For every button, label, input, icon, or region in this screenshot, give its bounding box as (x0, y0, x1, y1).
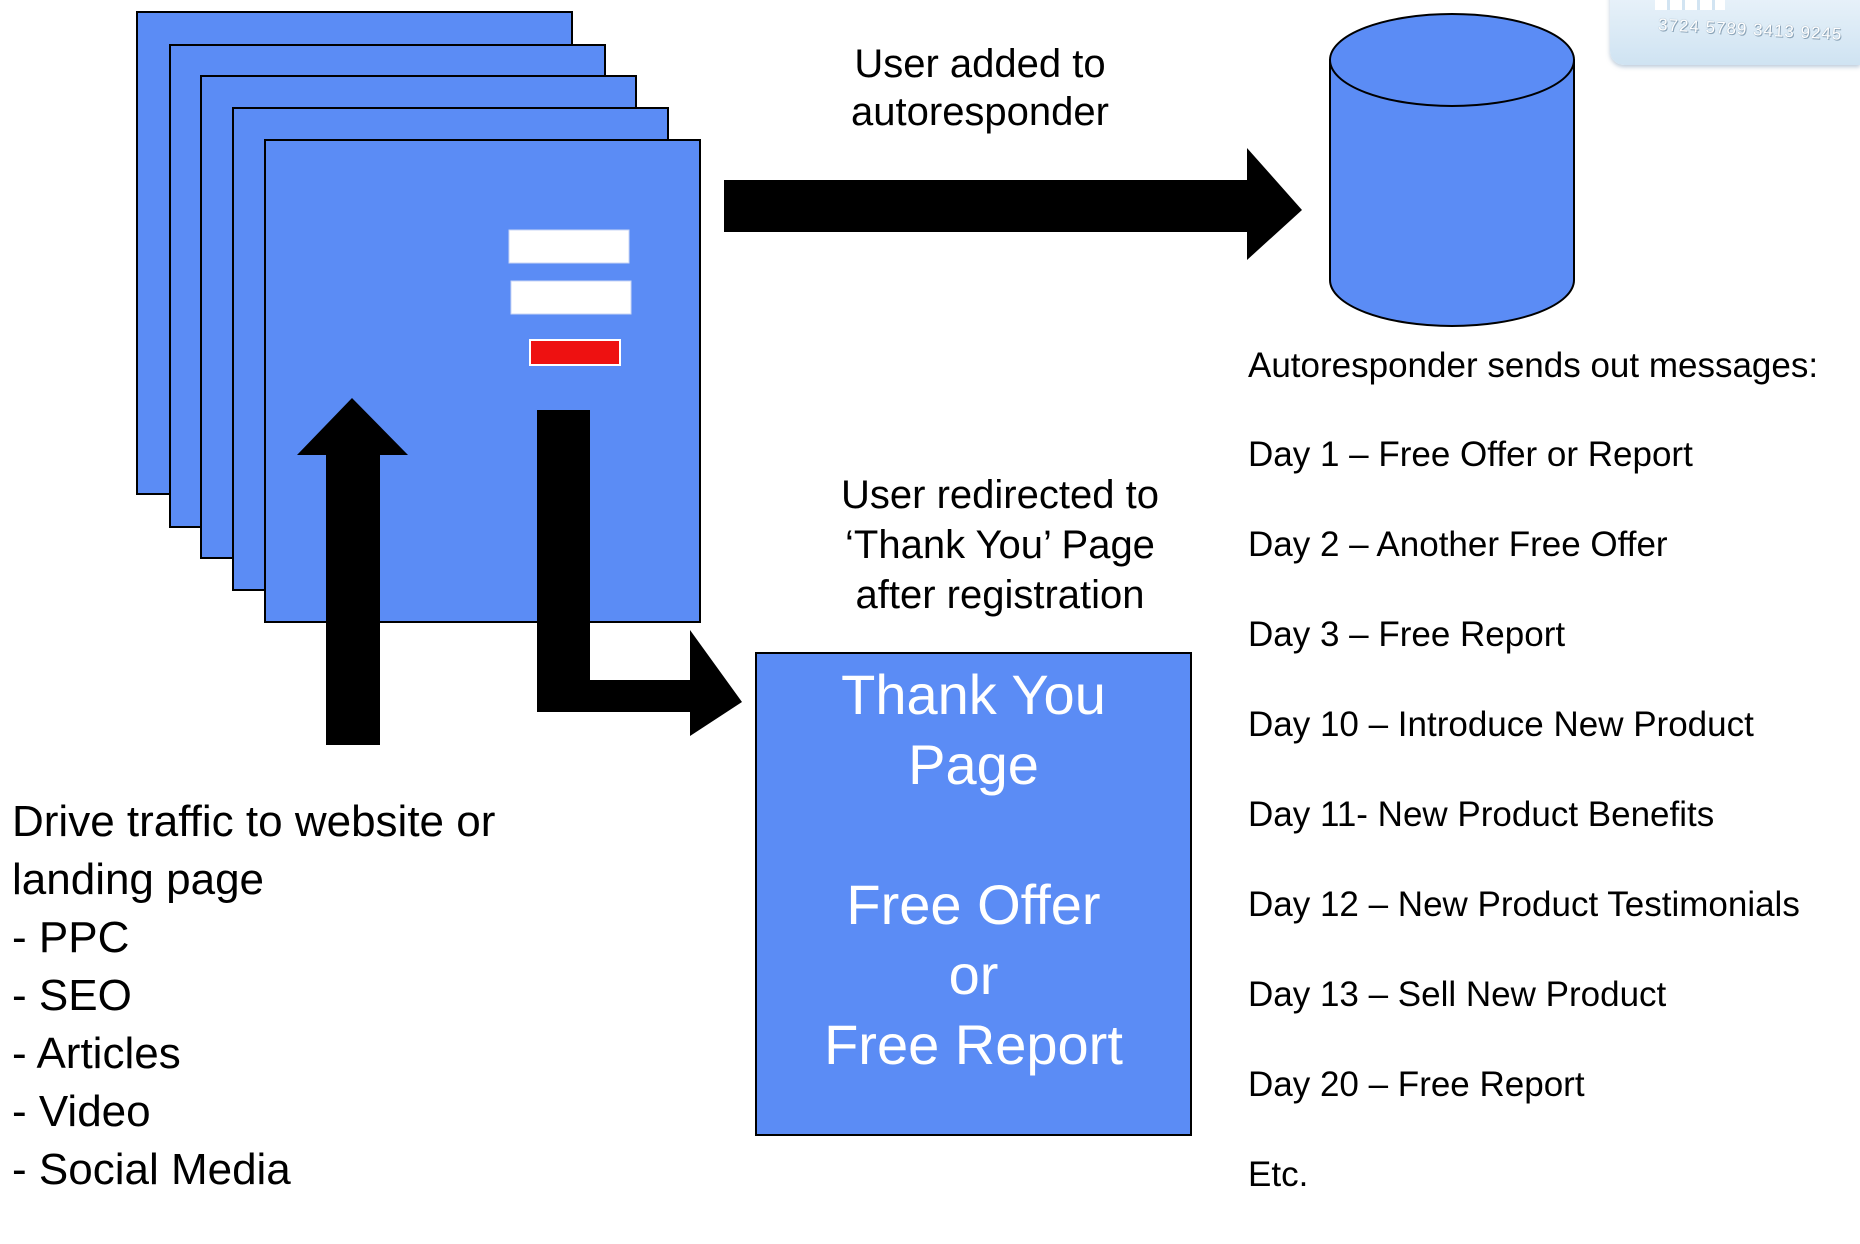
flow-diagram (136, 11, 1575, 1136)
thankyou-line-4: Free Offer (846, 873, 1101, 936)
card-chip (1655, 0, 1725, 10)
thankyou-spacer (756, 800, 1191, 870)
redirect-line-1: User redirected to (841, 473, 1159, 517)
arrow-traffic-up (297, 398, 408, 745)
thankyou-line-5: or (948, 943, 999, 1006)
redirect-line-2: ‘Thank You’ Page (845, 523, 1155, 567)
message-day-20: Day 20 – Free Report (1248, 1065, 1585, 1104)
form-submit-button (529, 339, 621, 366)
traffic-heading-line-2: landing page (12, 855, 265, 904)
thank-you-page-text: Thank You Page Free Offer or Free Report (756, 660, 1191, 1080)
form-field-name (508, 229, 630, 264)
thankyou-line-2: Page (908, 733, 1039, 796)
message-day-13: Day 13 – Sell New Product (1248, 975, 1667, 1014)
stacked-landing-pages (136, 11, 701, 623)
message-day-3: Day 3 – Free Report (1248, 615, 1566, 654)
user-added-label: User added to autoresponder (780, 40, 1180, 136)
thank-you-page-box (755, 652, 1192, 1136)
message-day-12: Day 12 – New Product Testimonials (1248, 885, 1800, 924)
thankyou-line-6: Free Report (824, 1013, 1123, 1076)
traffic-source-ppc: - PPC (12, 913, 130, 962)
autoresponder-messages: Autoresponder sends out messages: Day 1 … (1248, 345, 1818, 1244)
autoresponder-heading: Autoresponder sends out messages: (1248, 346, 1819, 385)
card-number: 3724 5789 3413 9245 (1657, 15, 1843, 44)
traffic-source-seo: - SEO (12, 971, 132, 1020)
message-day-1: Day 1 – Free Offer or Report (1248, 435, 1693, 474)
traffic-source-video: - Video (12, 1087, 151, 1136)
user-redirected-label: User redirected to ‘Thank You’ Page afte… (800, 470, 1200, 620)
redirect-line-3: after registration (855, 573, 1145, 617)
traffic-sources-block: Drive traffic to website or landing page… (12, 793, 495, 1199)
message-day-11: Day 11- New Product Benefits (1248, 795, 1715, 834)
arrow-redirect-thankyou (537, 410, 742, 736)
credit-card-image: 3724 5789 3413 9245 (1610, 0, 1860, 65)
thankyou-line-1: Thank You (841, 663, 1106, 726)
user-added-line-2: autoresponder (851, 90, 1109, 134)
traffic-source-articles: - Articles (12, 1029, 181, 1078)
message-day-2: Day 2 – Another Free Offer (1248, 525, 1668, 564)
form-field-email (510, 280, 632, 315)
message-etc: Etc. (1248, 1155, 1309, 1194)
arrow-to-autoresponder (724, 148, 1302, 260)
traffic-source-social-media: - Social Media (12, 1145, 291, 1194)
database-cylinder-icon (1329, 13, 1575, 327)
user-added-line-1: User added to (854, 42, 1106, 86)
traffic-heading-line-1: Drive traffic to website or (12, 797, 496, 846)
message-day-10: Day 10 – Introduce New Product (1248, 705, 1754, 744)
